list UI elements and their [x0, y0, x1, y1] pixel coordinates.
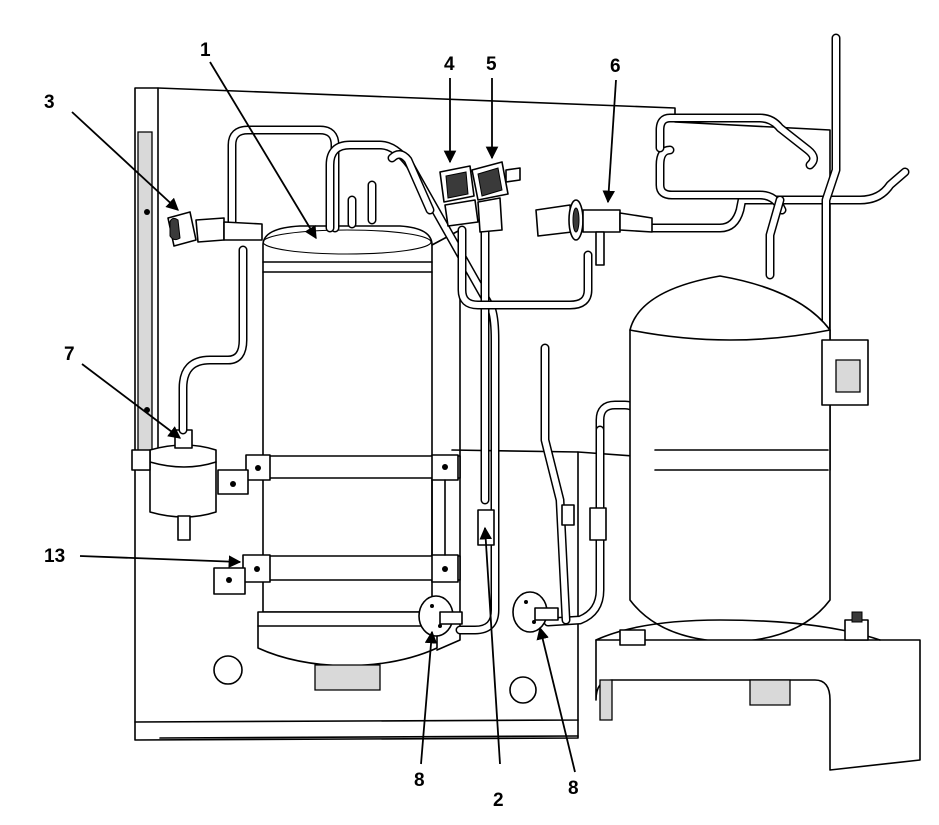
callout-8-right: 8: [568, 778, 579, 799]
plate-knockout-hole: [213, 655, 243, 685]
filter-drier: [131, 429, 217, 541]
solenoid-valve-4: [439, 165, 479, 227]
callout-labels: 1 2 3 4 5 6 7 8 8 13: [44, 40, 621, 811]
compressor: [595, 275, 921, 771]
callout-2: 2: [493, 790, 504, 811]
expansion-valve: [535, 199, 653, 266]
callout-13: 13: [44, 546, 65, 567]
pressure-switch-fitting: [167, 211, 263, 247]
solenoid-valve-5: [471, 161, 521, 233]
callout-6: 6: [610, 56, 621, 77]
callout-4: 4: [444, 54, 455, 75]
plate-knockout-hole: [509, 676, 537, 704]
callout-1: 1: [200, 40, 211, 61]
callout-8-left: 8: [414, 770, 425, 791]
callout-7: 7: [64, 344, 75, 365]
access-fitting-right: [512, 591, 559, 633]
callout-3: 3: [44, 92, 55, 113]
callout-5: 5: [486, 54, 497, 75]
leader-lines: [71, 61, 617, 773]
mounting-hole: [144, 209, 150, 215]
tank-strap-lower: [213, 479, 461, 595]
receiver-tank: [257, 225, 461, 691]
tank-strap-upper: [217, 454, 461, 495]
refrigerant-piping: [178, 33, 910, 635]
